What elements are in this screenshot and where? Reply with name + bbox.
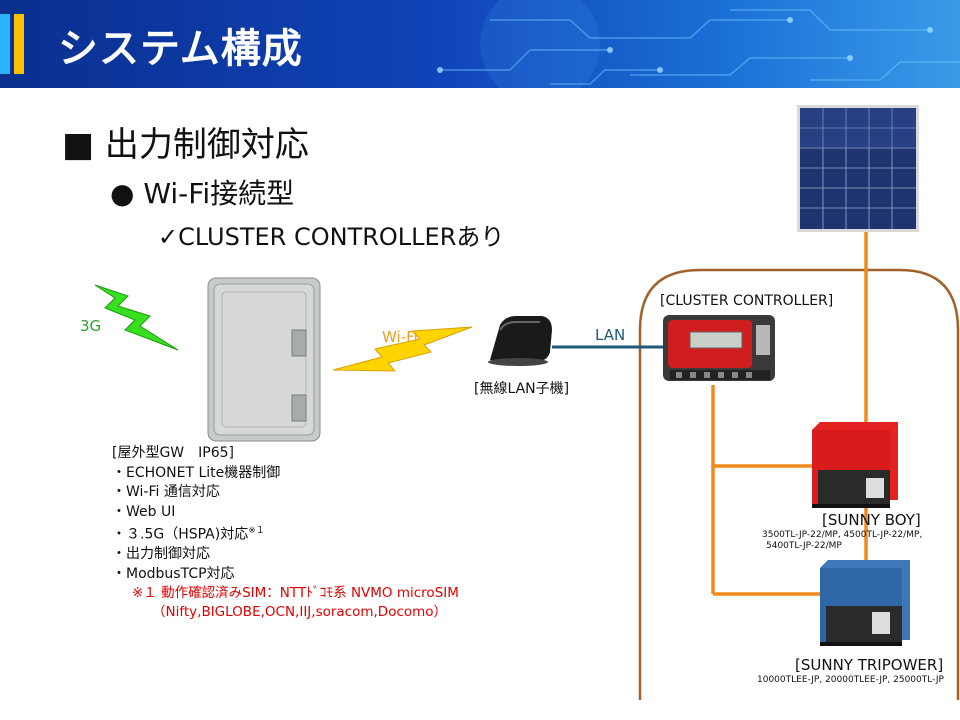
footnote-mark: ※１ <box>248 526 265 536</box>
gateway-feature: ・出力制御対応 <box>112 546 210 563</box>
sunny-boy-label: [SUNNY BOY] <box>822 511 921 529</box>
cluster-controller-icon <box>663 315 775 381</box>
inverter-enclosure-border <box>638 268 960 700</box>
header-accent-cyan <box>0 14 10 74</box>
heading-output-control: ■ 出力制御対応 <box>62 125 309 165</box>
sim-note-line2: （Nifty,BIGLOBE,OCN,IIJ,soracom,Docomo） <box>152 604 448 620</box>
gateway-feature: ・Web UI <box>112 503 176 520</box>
heading-cluster-controller: ✓CLUSTER CONTROLLERあり <box>158 223 505 251</box>
heading-wifi-type: ● Wi-Fi接続型 <box>110 177 295 210</box>
3g-label: 3G <box>80 317 102 335</box>
power-wiring <box>711 232 868 596</box>
wifi-lightning-icon <box>332 326 473 372</box>
gateway-feature: ・ModbusTCP対応 <box>112 565 235 582</box>
lan-label: LAN <box>595 326 626 344</box>
gateway-spec-list: [屋外型GW IP65] ・ECHONET Lite機器制御 ・Wi-Fi 通信… <box>112 444 280 584</box>
solar-panel-icon <box>797 105 919 232</box>
wireless-lan-label: [無線LAN子機] <box>474 381 570 397</box>
sunny-boy-inverter-icon <box>812 422 898 508</box>
sim-note: ※１ 動作確認済みSIM：NTTﾄﾞｺﾓ系 NVMO microSIM （Nif… <box>132 584 459 622</box>
outdoor-gateway-icon <box>207 277 321 442</box>
sunny-boy-models-line2: 5400TL-JP-22/MP <box>766 541 842 551</box>
header-accent-yellow <box>14 14 24 74</box>
sunny-tripower-label: [SUNNY TRIPOWER] <box>795 656 944 674</box>
sunny-tripower-models: 10000TLEE-JP, 20000TLEE-JP, 25000TL-JP <box>757 675 944 685</box>
sim-note-line1: ※１ 動作確認済みSIM：NTTﾄﾞｺﾓ系 NVMO microSIM <box>132 585 459 601</box>
page-title: システム構成 <box>58 26 303 72</box>
header-banner: システム構成 <box>0 0 960 88</box>
gateway-feature: ・３.5G（HSPA)対応※１ <box>112 526 265 543</box>
gateway-title: [屋外型GW IP65] <box>112 445 235 461</box>
wireless-lan-adapter-icon <box>488 316 552 366</box>
gateway-feature: ・Wi-Fi 通信対応 <box>112 484 220 500</box>
sunny-boy-models-line1: 3500TL-JP-22/MP, 4500TL-JP-22/MP, <box>762 530 923 540</box>
gateway-feature: ・ECHONET Lite機器制御 <box>112 464 281 481</box>
sunny-tripower-inverter-icon <box>820 560 910 646</box>
wifi-label: Wi-Fi <box>382 328 418 346</box>
cluster-controller-label: [CLUSTER CONTROLLER] <box>660 293 834 309</box>
3g-lightning-icon <box>94 284 179 351</box>
circuit-decoration <box>437 0 960 88</box>
